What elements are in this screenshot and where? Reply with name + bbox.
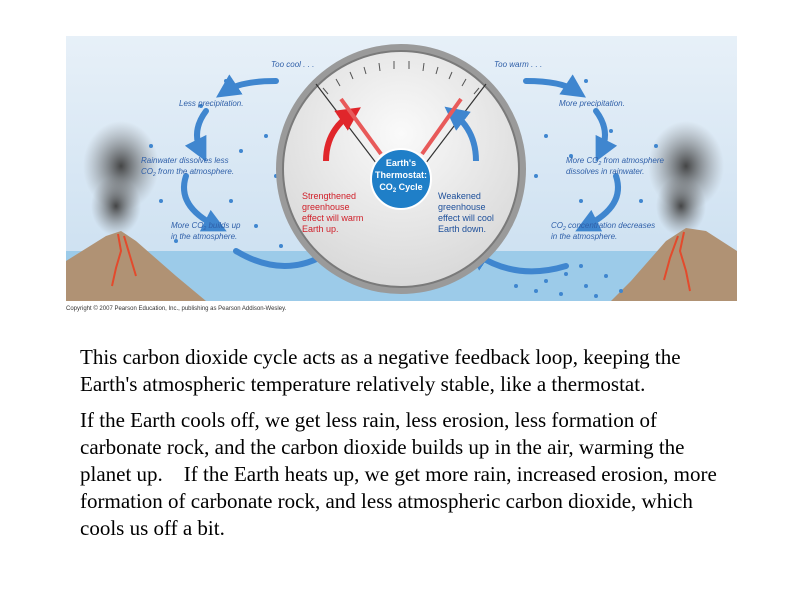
more-co2-dissolves-label-2: dissolves in rainwater. [566, 167, 644, 176]
co2-thermostat-diagram: Earth's Thermostat: CO2 Cycle Too cool .… [66, 36, 737, 301]
center-line2: Thermostat: [375, 170, 427, 180]
co2-builds-label-1: More CO2 builds up [171, 221, 241, 232]
red-warm-arrow [323, 107, 361, 162]
copyright-notice: Copyright © 2007 Pearson Education, Inc.… [66, 306, 287, 312]
center-line3: CO2 Cycle [379, 182, 422, 194]
left-volcano [66, 121, 206, 301]
co2-decreases-label-1: CO2 concentration decreases [551, 221, 655, 232]
too-cool-label: Too cool . . . [271, 60, 314, 69]
cool-label-1: Weakened [438, 191, 481, 201]
dial-ticks [322, 61, 480, 95]
thermostat-dial: Earth's Thermostat: CO2 Cycle [276, 44, 526, 294]
warm-label-2: greenhouse [302, 202, 350, 212]
more-co2-dissolves-label-1: More CO2 from atmosphere [566, 156, 664, 167]
center-disc [370, 148, 432, 210]
cool-label-2: greenhouse [438, 202, 486, 212]
rain-dissolves-less-label-2: CO2 from the atmosphere. [141, 167, 234, 178]
more-precipitation-label: More precipitation. [559, 99, 625, 108]
warm-label-3: effect will warm [302, 213, 363, 223]
center-line1: Earth's [386, 158, 416, 168]
blue-cool-arrow [444, 106, 479, 162]
cool-label-4: Earth down. [438, 224, 486, 234]
right-volcano [611, 121, 737, 301]
caption-paragraph-1: This carbon dioxide cycle acts as a nega… [80, 345, 681, 396]
less-precipitation-label: Less precipitation. [179, 99, 243, 108]
co2-decreases-label-2: in the atmosphere. [551, 232, 617, 241]
rain-dissolves-less-label-1: Rainwater dissolves less [141, 156, 229, 165]
cool-label-3: effect will cool [438, 213, 494, 223]
co2-builds-label-2: in the atmosphere. [171, 232, 237, 241]
caption-text: This carbon dioxide cycle acts as a nega… [80, 344, 740, 551]
caption-paragraph-2: If the Earth cools off, we get less rain… [80, 408, 723, 540]
too-warm-label: Too warm . . . [494, 60, 542, 69]
warm-label-1: Strengthened [302, 191, 356, 201]
warm-label-4: Earth up. [302, 224, 339, 234]
